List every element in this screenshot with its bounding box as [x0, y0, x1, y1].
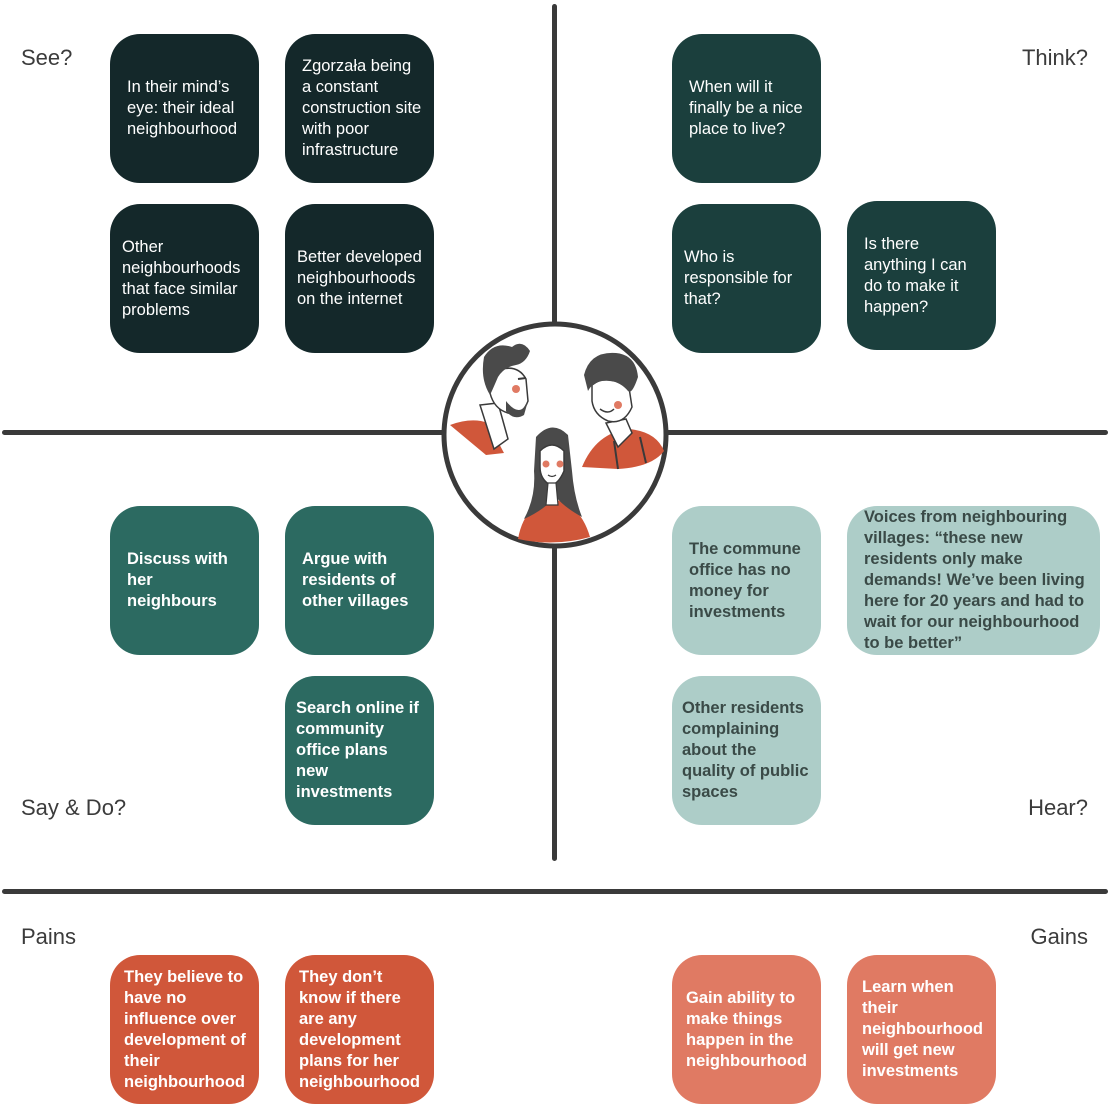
- woman-center-figure: [518, 427, 590, 543]
- see-card: Other neighbourhoods that face similar p…: [110, 204, 259, 353]
- man-right-figure: [582, 352, 664, 470]
- persona-group-icon: [441, 321, 669, 549]
- hear-label: Hear?: [1028, 795, 1088, 820]
- think-card: Is there anything I can do to make it ha…: [847, 201, 996, 350]
- man-left-figure: [450, 343, 530, 455]
- see-card: In their mind’s eye: their ideal neighbo…: [110, 34, 259, 183]
- see-label: See?: [21, 45, 73, 70]
- hear-card: Voices from neighbouring villages: “thes…: [847, 506, 1100, 655]
- gains-label: Gains: [1030, 924, 1088, 949]
- say-do-card: Search online if community office plans …: [285, 676, 434, 825]
- pain-card: They believe to have no influence over d…: [110, 955, 259, 1104]
- hear-card: Other residents complaining about the qu…: [672, 676, 821, 825]
- hear-card: The commune office has no money for inve…: [672, 506, 821, 655]
- say-do-card: Discuss with her neighbours: [110, 506, 259, 655]
- say-do-label: Say & Do?: [21, 795, 127, 820]
- think-card: When will it finally be a nice place to …: [672, 34, 821, 183]
- pains-gains-divider: [2, 889, 1108, 894]
- say-do-card: Argue with residents of other villages: [285, 506, 434, 655]
- think-label: Think?: [1021, 45, 1088, 70]
- see-card: Zgorzała being a constant construction s…: [285, 34, 434, 183]
- think-card: Who is responsible for that?: [672, 204, 821, 353]
- pain-card: They don’t know if there are any develop…: [285, 955, 434, 1104]
- see-card: Better developed neighbourhoods on the i…: [285, 204, 434, 353]
- pains-label: Pains: [21, 924, 77, 949]
- gain-card: Learn when their neighbourhood will get …: [847, 955, 996, 1104]
- gain-card: Gain ability to make things happen in th…: [672, 955, 821, 1104]
